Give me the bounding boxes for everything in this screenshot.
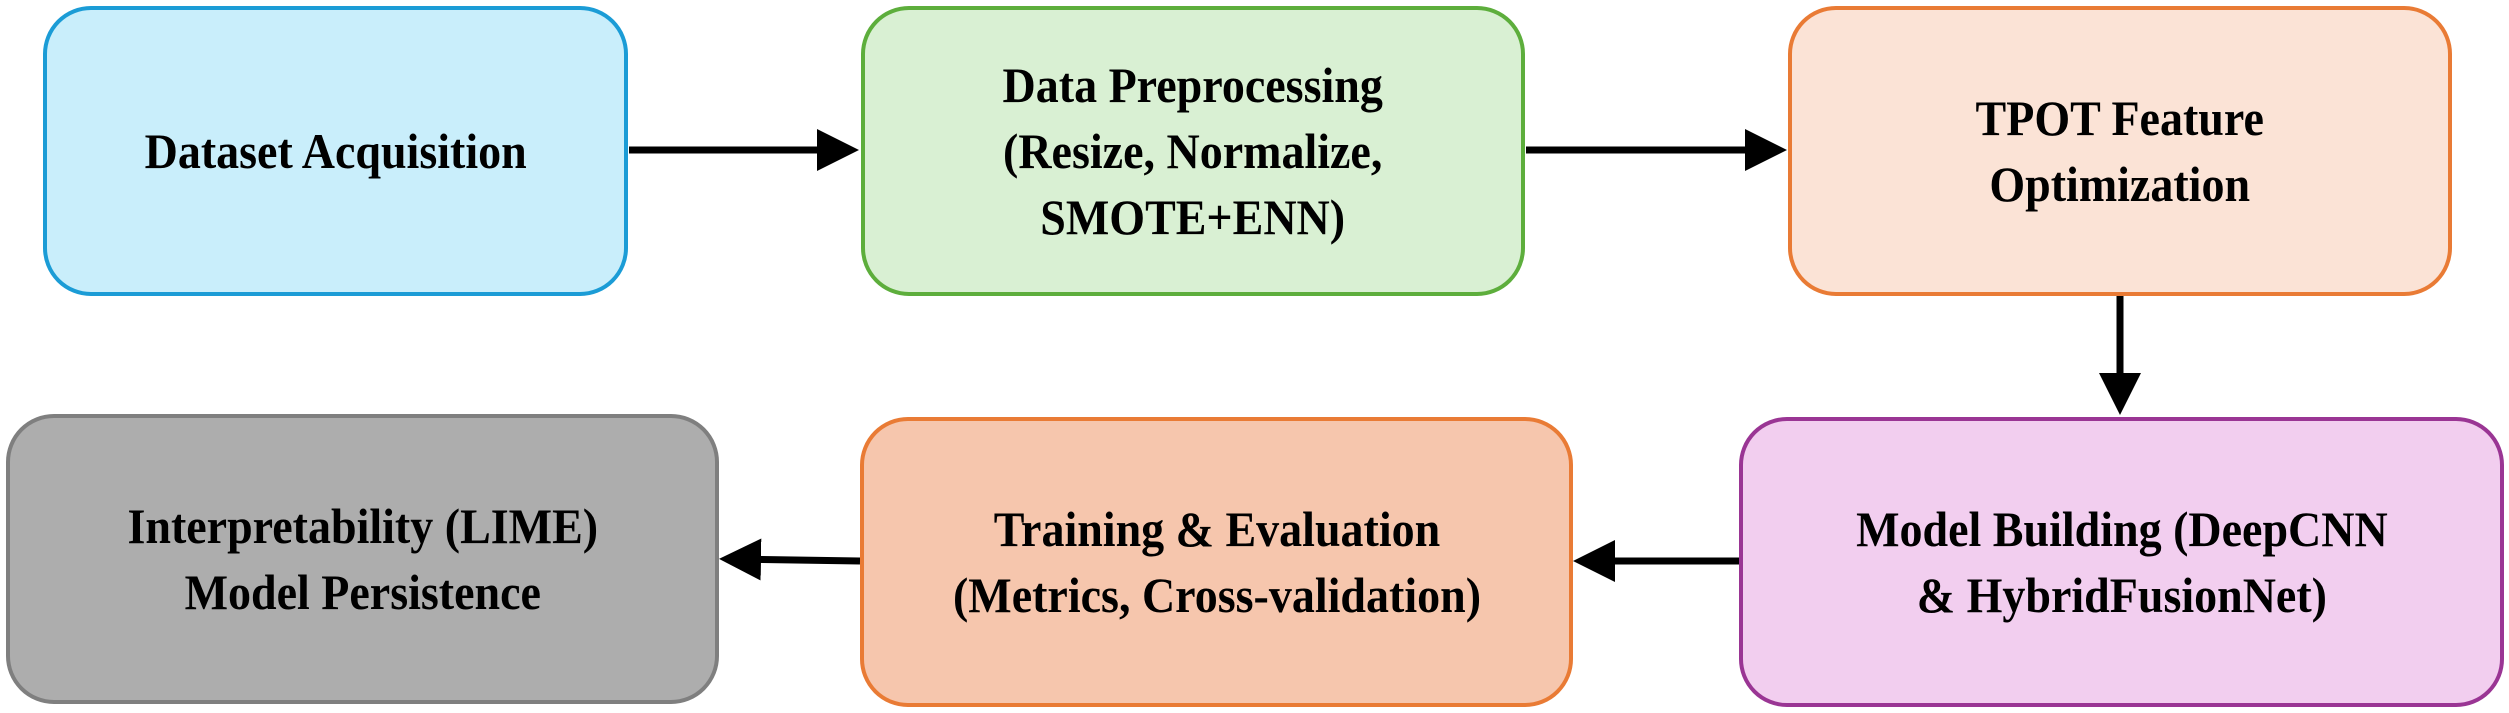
node-tpot-feature-optimization: TPOT Feature Optimization [1788,6,2452,296]
node-label: Training & Evaluation (Metrics, Cross-va… [952,501,1481,623]
node-training-evaluation: Training & Evaluation (Metrics, Cross-va… [860,417,1573,707]
node-label: Interpretability (LIME) Model Persistenc… [127,498,598,620]
node-model-building: Model Building (DeepCNN & HybridFusionNe… [1739,417,2504,707]
node-dataset-acquisition: Dataset Acquisition [43,6,628,296]
arrow-training-to-interpretability [719,538,861,581]
node-data-preprocessing: Data Preprocessing (Resize, Normalize, S… [861,6,1525,296]
node-label: Model Building (DeepCNN & HybridFusionNe… [1855,501,2388,623]
node-label: Dataset Acquisition [144,123,527,179]
node-label: TPOT Feature Optimization [1975,90,2265,212]
node-label: Data Preprocessing (Resize, Normalize, S… [1002,57,1384,245]
node-interpretability: Interpretability (LIME) Model Persistenc… [6,414,719,704]
